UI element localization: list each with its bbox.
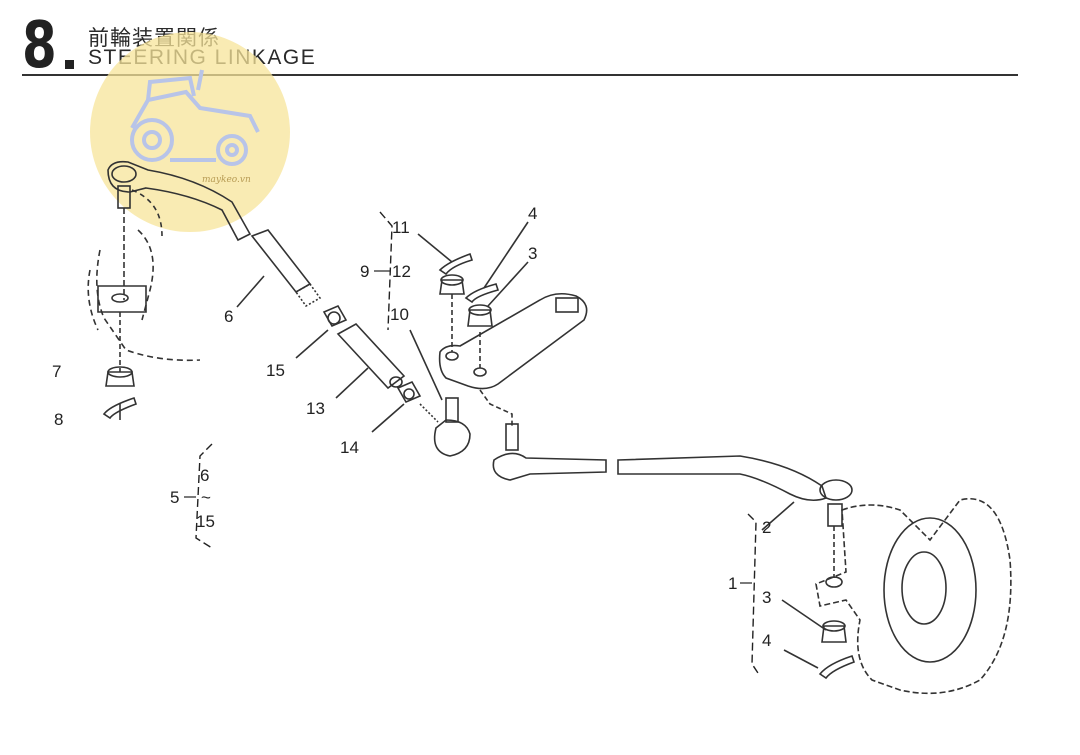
- callout-5-range-tilde: ~: [201, 488, 211, 507]
- parts-artwork: [87, 160, 1012, 695]
- callout-13: 13: [306, 399, 325, 418]
- callout-10: 10: [390, 305, 409, 324]
- callout-14: 14: [340, 438, 359, 457]
- callout-1: 1: [728, 574, 737, 593]
- castle-nut-3-lower: [781, 599, 847, 643]
- callout-3-upper: 3: [528, 244, 537, 263]
- lock-nut-15: [295, 304, 348, 359]
- header-rule: [22, 74, 1018, 76]
- callout-12: 12: [392, 262, 411, 281]
- castle-nut-7: [105, 366, 135, 387]
- split-pin-4-upper: [464, 221, 529, 304]
- watermark-text: maykeo.vn: [202, 175, 251, 185]
- callout-7: 7: [52, 362, 61, 381]
- lock-nut-14: [371, 380, 422, 433]
- drag-rod-6: [236, 229, 322, 308]
- callout-labels: 11 9 12 10 4 3 6 15 13 14 7 8 5 6 ~ 15 2…: [52, 204, 771, 650]
- section-number: 8: [22, 9, 57, 83]
- watermark-circle: [90, 32, 290, 232]
- castle-nut-12: [439, 274, 465, 295]
- left-axle-housing: [87, 229, 201, 362]
- callout-2: 2: [762, 518, 771, 537]
- callout-9: 9: [360, 262, 369, 281]
- callout-5-range-end: 15: [196, 512, 215, 531]
- ball-joint-10: [409, 329, 471, 457]
- turnbuckle-13: [335, 322, 406, 399]
- left-knuckle-arm: [107, 160, 252, 300]
- callout-15: 15: [266, 361, 285, 380]
- left-axle-boss: [97, 285, 147, 372]
- group-brackets: [195, 211, 761, 677]
- callout-6: 6: [224, 307, 233, 326]
- callout-4-upper: 4: [528, 204, 537, 223]
- section-dot: [65, 60, 74, 69]
- callout-11: 11: [392, 218, 410, 237]
- pitman-arm: [438, 292, 588, 428]
- tractor-icon: [130, 69, 260, 166]
- right-axle-housing: [815, 498, 1012, 695]
- watermark-logo: maykeo.vn: [90, 32, 290, 232]
- callout-4-lower: 4: [762, 631, 771, 650]
- castle-nut-3-upper: [467, 261, 529, 327]
- split-pin-4-lower: [783, 649, 856, 680]
- cotter-pin-8: [102, 396, 138, 420]
- split-pin-11: [417, 233, 474, 276]
- bracket-ticks: [184, 270, 752, 584]
- tie-rod-2: [492, 423, 853, 531]
- callout-5: 5: [170, 488, 179, 507]
- callout-5-range-start: 6: [200, 466, 209, 485]
- callout-3-lower: 3: [762, 588, 771, 607]
- callout-8: 8: [54, 410, 63, 429]
